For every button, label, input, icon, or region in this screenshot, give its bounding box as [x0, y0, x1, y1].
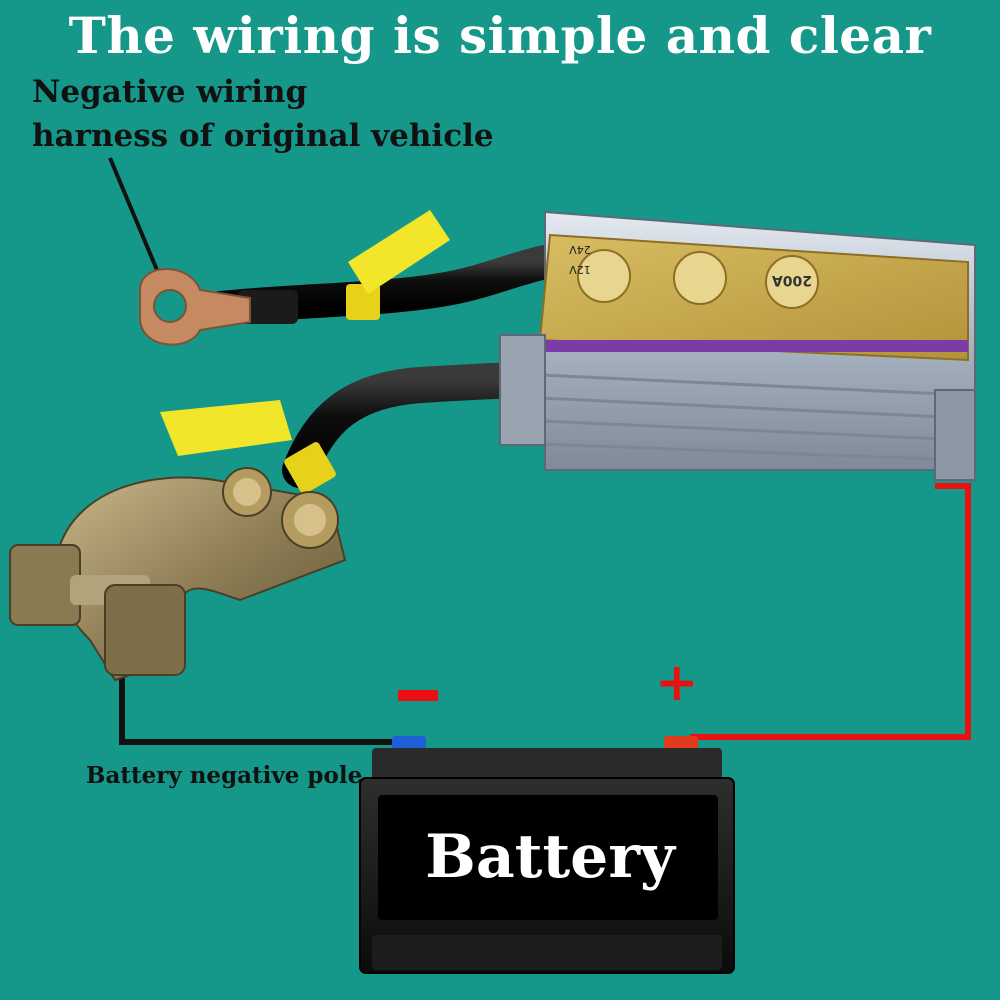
battery-label: Battery	[425, 822, 675, 892]
harness-label-line-2: harness of original vehicle	[32, 118, 494, 154]
clamp-cable	[160, 362, 553, 494]
ring-terminal	[139, 268, 251, 346]
harness-tag	[348, 210, 450, 294]
device-current-rating: 200A	[772, 272, 812, 288]
harness-pointer-line	[108, 157, 164, 283]
device-voltage-12: 12V	[569, 263, 591, 276]
positive-sign-icon: +	[655, 652, 699, 713]
leakage-switch-device: 200A 12V 24V	[499, 210, 976, 481]
positive-wire	[690, 483, 971, 740]
harness-label: Negative wiring harness of original vehi…	[32, 70, 494, 158]
negative-sign-icon: -	[398, 690, 438, 701]
negative-wire	[119, 650, 420, 745]
harness-cable	[139, 210, 562, 346]
device-label-plate	[538, 233, 969, 362]
clamp-tag	[160, 400, 292, 456]
harness-label-line-1: Negative wiring	[32, 74, 308, 110]
battery-clamp	[9, 467, 347, 682]
device-voltage-24: 24V	[569, 243, 591, 256]
battery-body	[359, 736, 735, 974]
page-title: The wiring is simple and clear	[68, 6, 932, 65]
negative-pole-label: Battery negative pole	[86, 762, 363, 789]
